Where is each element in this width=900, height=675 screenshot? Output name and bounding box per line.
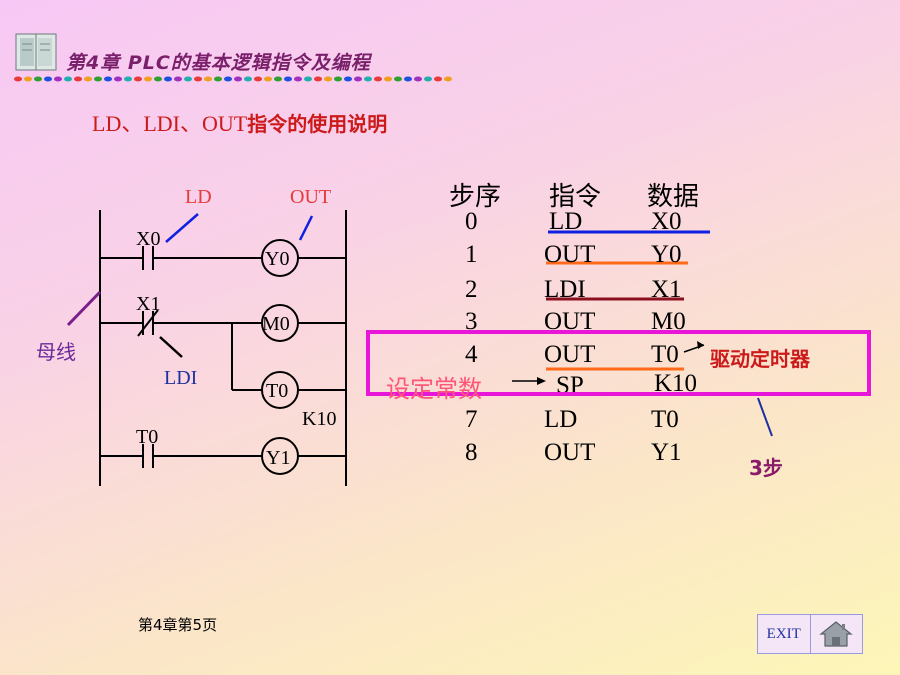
- divider-dot: [334, 76, 342, 82]
- divider-dot: [414, 76, 422, 82]
- contact-t0-label: T0: [136, 426, 159, 448]
- divider-dot: [444, 76, 452, 82]
- divider-dot: [214, 76, 222, 82]
- ldi-callout: LDI: [164, 367, 198, 389]
- header-divider: [14, 76, 452, 82]
- coil-t0-label: T0: [266, 380, 289, 402]
- divider-dot: [174, 76, 182, 82]
- divider-dot: [254, 76, 262, 82]
- row-1-instr: OUT: [544, 241, 596, 268]
- divider-dot: [44, 76, 52, 82]
- divider-dot: [234, 76, 242, 82]
- divider-dot: [344, 76, 352, 82]
- exit-button[interactable]: EXIT: [758, 615, 811, 653]
- page-subtitle: LD、LDI、OUT指令的使用说明: [92, 106, 387, 138]
- divider-dot: [244, 76, 252, 82]
- timer-highlight-box: [366, 330, 871, 396]
- out-callout: OUT: [290, 186, 332, 208]
- divider-dot: [114, 76, 122, 82]
- row-3-step: 3: [465, 308, 478, 335]
- ld-callout: LD: [185, 186, 212, 208]
- divider-dot: [24, 76, 32, 82]
- divider-dot: [34, 76, 42, 82]
- divider-dot: [164, 76, 172, 82]
- drive-timer-annotation: 驱动定时器: [710, 347, 810, 371]
- row-4-step: 4: [465, 341, 478, 368]
- row-4-instr: OUT: [544, 341, 596, 368]
- divider-dot: [154, 76, 162, 82]
- row-6-instr: LD: [544, 406, 578, 433]
- divider-dot: [304, 76, 312, 82]
- row-7-instr: OUT: [544, 439, 596, 466]
- divider-dot: [84, 76, 92, 82]
- row-6-data: T0: [651, 406, 679, 433]
- row-1-step: 1: [465, 241, 478, 268]
- divider-dot: [204, 76, 212, 82]
- row-7-step: 8: [465, 439, 478, 466]
- divider-dot: [14, 76, 22, 82]
- divider-dot: [104, 76, 112, 82]
- divider-dot: [314, 76, 322, 82]
- divider-dot: [124, 76, 132, 82]
- divider-dot: [64, 76, 72, 82]
- divider-dot: [274, 76, 282, 82]
- divider-dot: [374, 76, 382, 82]
- divider-dot: [144, 76, 152, 82]
- divider-dot: [54, 76, 62, 82]
- contact-x1-label: X1: [136, 293, 161, 315]
- header-step: 步序: [449, 182, 502, 212]
- divider-dot: [224, 76, 232, 82]
- coil-y1-label: Y1: [266, 447, 291, 469]
- subtitle-instructions: LD、LDI、OUT: [92, 111, 248, 136]
- row-0-step: 0: [465, 208, 478, 235]
- divider-dot: [194, 76, 202, 82]
- coil-m0-label: M0: [262, 313, 290, 335]
- home-icon: [819, 621, 853, 647]
- divider-dot: [354, 76, 362, 82]
- divider-dot: [94, 76, 102, 82]
- header-instruction: 指令: [549, 182, 602, 212]
- divider-dot: [264, 76, 272, 82]
- row-7-data: Y1: [651, 439, 682, 466]
- busbar-callout: 母线: [36, 340, 76, 364]
- row-2-data: X1: [651, 276, 682, 303]
- divider-dot: [294, 76, 302, 82]
- row-4-data: T0: [651, 341, 679, 368]
- divider-dot: [434, 76, 442, 82]
- chapter-title: 第4章 PLC的基本逻辑指令及编程: [66, 52, 371, 74]
- row-6-step: 7: [465, 406, 478, 433]
- divider-dot: [404, 76, 412, 82]
- divider-dot: [284, 76, 292, 82]
- row-2-step: 2: [465, 276, 478, 303]
- contact-x0-label: X0: [136, 228, 161, 250]
- divider-dot: [394, 76, 402, 82]
- divider-dot: [324, 76, 332, 82]
- subtitle-description: 指令的使用说明: [247, 112, 388, 136]
- page-indicator: 第4章第5页: [138, 616, 218, 634]
- set-constant-annotation: 设定常数: [386, 375, 482, 403]
- divider-dot: [364, 76, 372, 82]
- row-1-data: Y0: [651, 241, 682, 268]
- divider-dot: [384, 76, 392, 82]
- coil-y0-label: Y0: [265, 248, 290, 270]
- row-2-instr: LDI: [544, 276, 586, 303]
- nav-controls: EXIT: [757, 614, 863, 654]
- three-steps-annotation: 3步: [749, 456, 783, 480]
- home-button[interactable]: [811, 615, 863, 653]
- divider-dot: [134, 76, 142, 82]
- header-data: 数据: [647, 182, 700, 212]
- divider-dot: [184, 76, 192, 82]
- divider-dot: [424, 76, 432, 82]
- row-0-data: X0: [651, 208, 682, 235]
- divider-dot: [74, 76, 82, 82]
- row-0-instr: LD: [549, 208, 583, 235]
- timer-constant-label: K10: [302, 408, 337, 430]
- book-logo-icon: [15, 33, 57, 71]
